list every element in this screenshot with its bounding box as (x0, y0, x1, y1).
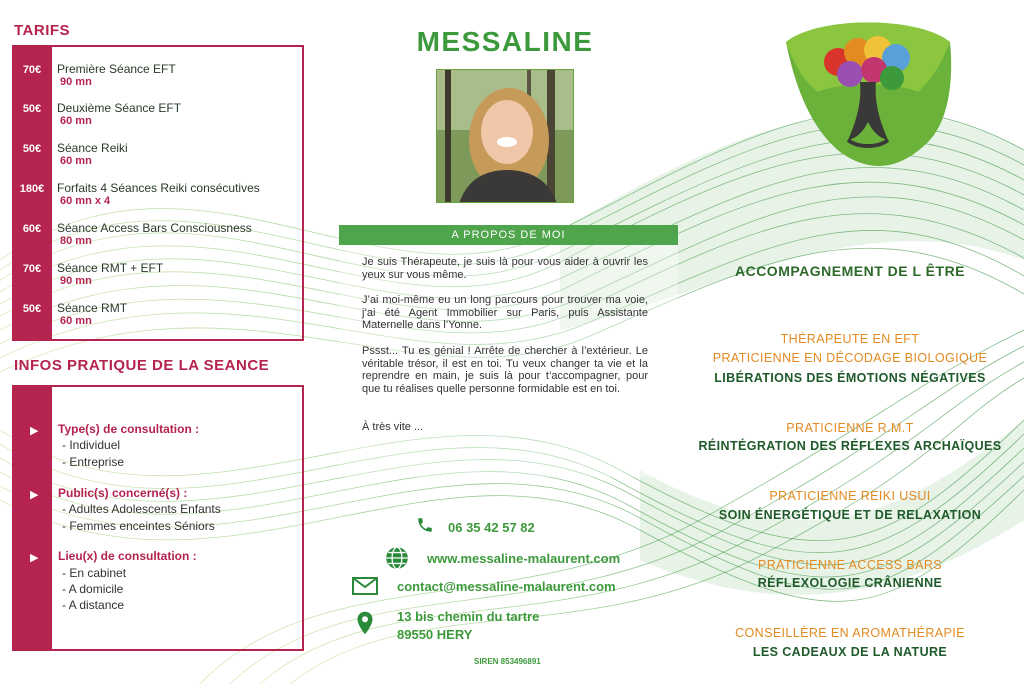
address-line1: 13 bis chemin du tartre (397, 609, 540, 624)
info-item: - Adultes Adolescents Enfants (62, 502, 221, 516)
ginkgo-tree-logo (786, 22, 952, 166)
tarif-name: Première Séance EFT (57, 62, 176, 76)
tarif-price: 70€ (22, 64, 42, 76)
tarif-name: Forfaits 4 Séances Reiki consécutives (57, 181, 260, 195)
about-paragraph: À très vite ... (362, 421, 424, 433)
phone-number[interactable]: 06 35 42 57 82 (448, 520, 535, 535)
tarif-item: 60€ Séance Access Bars Consciousness 80 … (12, 221, 312, 255)
tarif-name: Séance Access Bars Consciousness (57, 221, 252, 235)
info-heading-type: Type(s) de consultation : (58, 422, 200, 436)
email-link[interactable]: contact@messaline-malaurent.com (397, 579, 616, 594)
tarif-item: 70€ Séance RMT + EFT 90 mn (12, 261, 312, 295)
infos-title: INFOS PRATIQUE DE LA SEANCE (14, 357, 270, 374)
tarif-name: Deuxième Séance EFT (57, 101, 182, 115)
service-line: LES CADEAUX DE LA NATURE (752, 645, 948, 659)
globe-icon (386, 546, 408, 570)
portrait-photo (436, 69, 574, 203)
tarif-item: 50€ Séance RMT 60 mn (12, 301, 312, 335)
tarif-item: 50€ Séance Reiki 60 mn (12, 141, 312, 175)
tarif-name: Séance RMT (57, 301, 128, 315)
tarif-duration: 80 mn (60, 235, 92, 247)
info-item: - En cabinet (62, 566, 127, 580)
tarifs-title: TARIFS (14, 22, 71, 39)
arrow-right-icon: ▶ (30, 552, 39, 564)
tarif-duration: 90 mn (60, 275, 92, 287)
tarif-duration: 60 mn (60, 315, 92, 327)
tarif-duration: 60 mn x 4 (60, 195, 111, 207)
arrow-right-icon: ▶ (30, 489, 39, 501)
tarif-name: Séance Reiki (57, 141, 128, 155)
info-item: - A distance (62, 598, 125, 612)
tarif-item: 70€ Première Séance EFT 90 mn (12, 62, 312, 96)
tarif-duration: 90 mn (60, 76, 92, 88)
location-pin-icon (357, 611, 373, 635)
info-heading-lieu: Lieu(x) de consultation : (58, 549, 197, 563)
arrow-right-icon: ▶ (30, 425, 39, 437)
tarifs-sidebar (12, 45, 52, 341)
about-paragraph: J’ai moi-même eu un long parcours pour t… (362, 294, 648, 331)
service-line: RÉFLEXOLOGIE CRÂNIENNE (757, 576, 943, 590)
tarif-item: 180€ Forfaits 4 Séances Reiki consécutiv… (12, 181, 312, 215)
email-icon (352, 577, 378, 595)
phone-icon (418, 518, 432, 532)
info-heading-public: Public(s) concerné(s) : (58, 486, 188, 500)
brand-title: MESSALINE (416, 26, 594, 57)
tarif-item: 50€ Deuxième Séance EFT 60 mn (12, 101, 312, 135)
website-link[interactable]: www.messaline-malaurent.com (427, 551, 621, 566)
address-line2: 89550 HERY (397, 627, 473, 642)
service-line: CONSEILLÈRE EN AROMATHÉRAPIE (735, 626, 965, 640)
siren-number: SIREN 853496891 (474, 657, 541, 666)
tarif-price: 50€ (22, 303, 42, 315)
tarif-duration: 60 mn (60, 155, 92, 167)
about-panel (339, 245, 678, 477)
tarif-price: 180€ (19, 183, 45, 195)
service-line: RÉINTÉGRATION DES RÉFLEXES ARCHAÏQUES (698, 439, 1002, 453)
service-line: PRATICIENNE ACCESS BARS (757, 558, 942, 572)
service-line: PRATICIENNE R.M.T (786, 421, 914, 435)
services-title: ACCOMPAGNEMENT DE L ÊTRE (734, 263, 966, 279)
service-line: SOIN ÉNERGÉTIQUE ET DE RELAXATION (718, 508, 982, 522)
tarif-price: 60€ (22, 223, 42, 235)
tarif-duration: 60 mn (60, 115, 92, 127)
infos-sidebar (12, 385, 52, 651)
service-line: LIBÉRATIONS DES ÉMOTIONS NÉGATIVES (714, 371, 986, 385)
info-item: - Entreprise (62, 455, 125, 469)
about-paragraph: Je suis Thérapeute, je suis là pour vous… (362, 256, 648, 281)
tarif-name: Séance RMT + EFT (57, 261, 164, 275)
info-item: - Individuel (62, 438, 121, 452)
about-title: A PROPOS DE MOI (339, 225, 678, 245)
tarifs-frame (12, 45, 304, 341)
service-line: THÉRAPEUTE EN EFT (780, 332, 920, 346)
service-line: PRATICIENNE EN DÉCODAGE BIOLOGIQUE (712, 351, 988, 365)
tarif-price: 50€ (22, 143, 42, 155)
infos-frame (12, 385, 304, 651)
service-line: PRATICIENNE REIKI USUI (769, 489, 931, 503)
info-item: - A domicile (62, 582, 124, 596)
info-item: - Femmes enceintes Séniors (62, 519, 215, 533)
tarif-price: 50€ (22, 103, 42, 115)
about-paragraph: Pssst... Tu es génial ! Arrête de cherch… (362, 345, 648, 395)
tarif-price: 70€ (22, 263, 42, 275)
